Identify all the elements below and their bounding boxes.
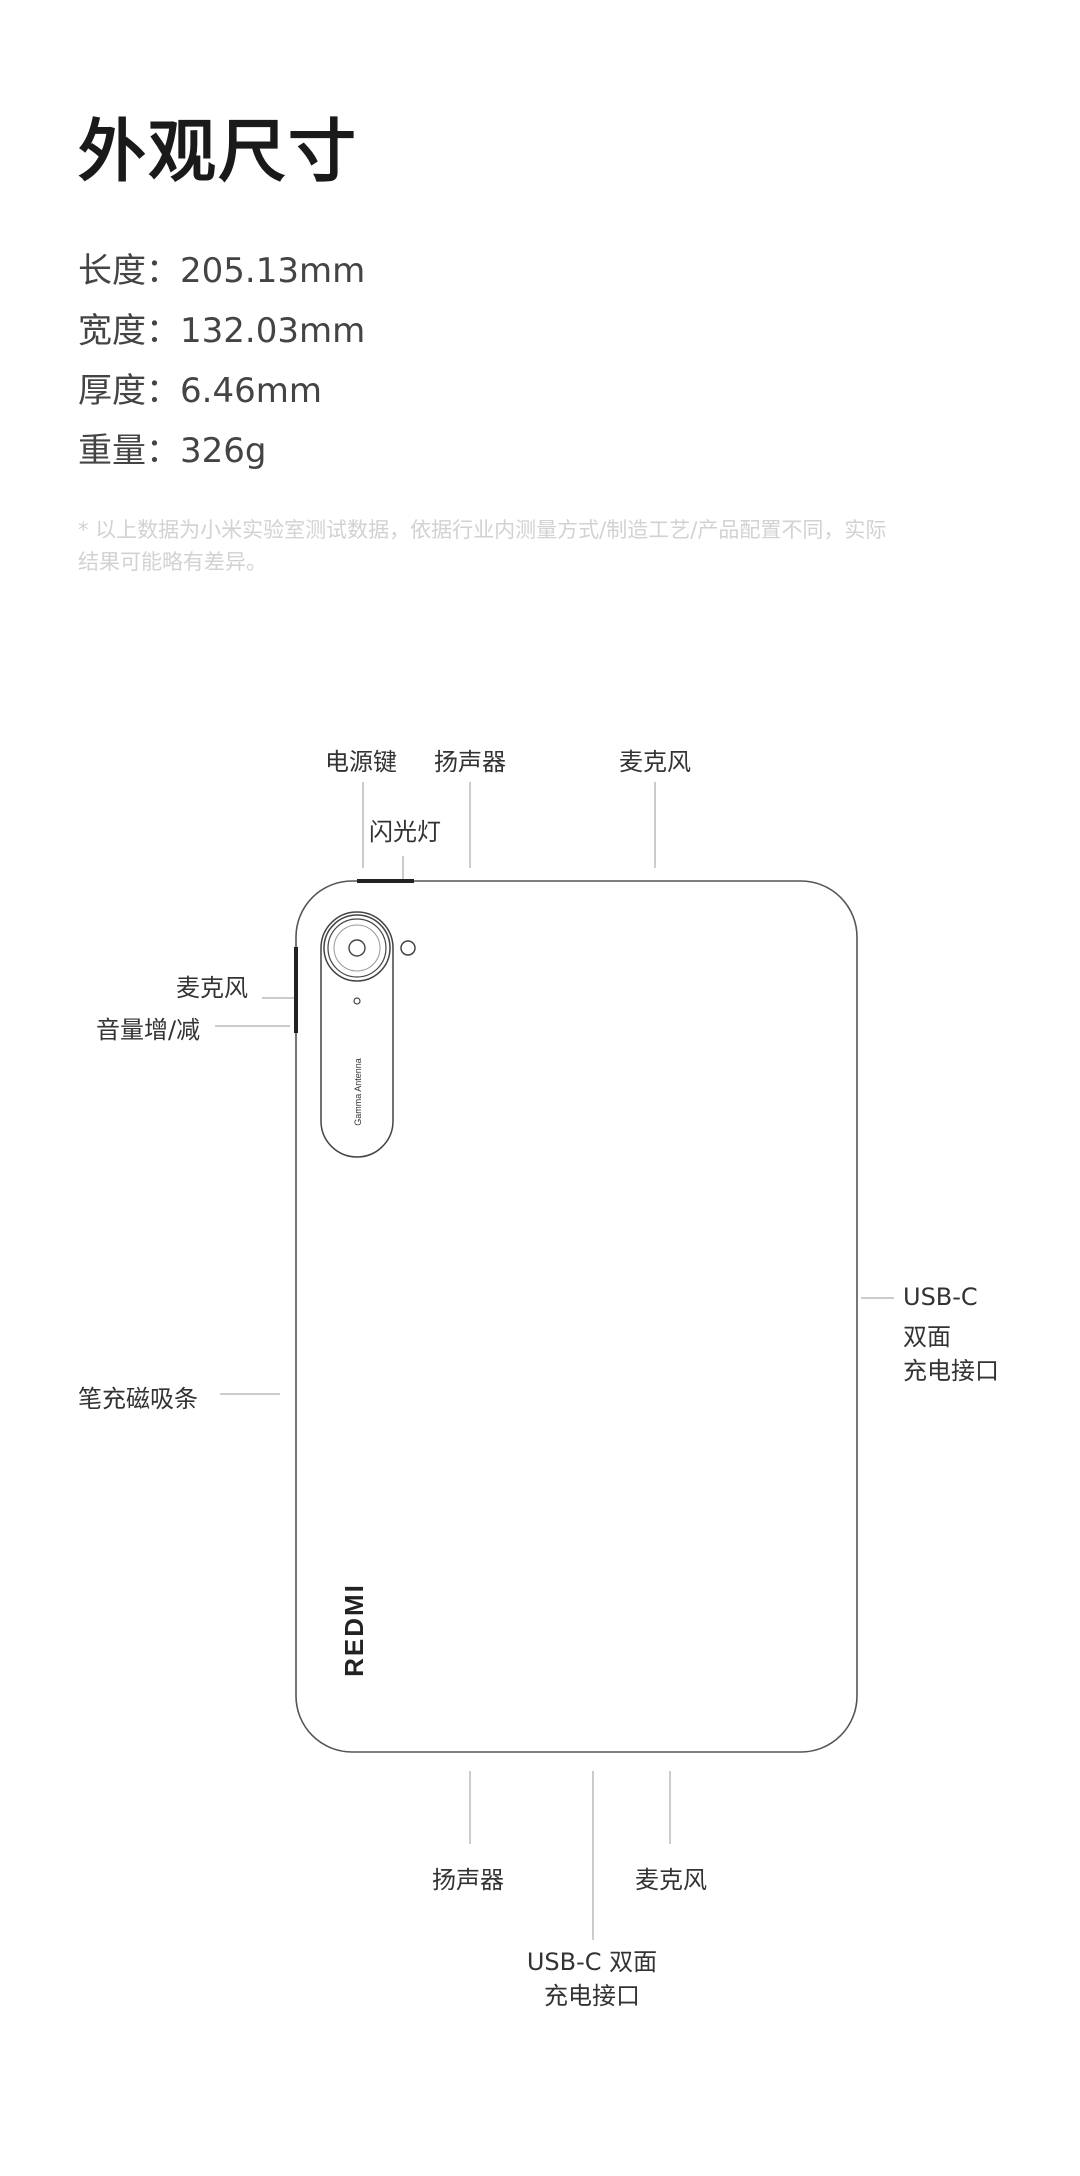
brand-logo: REDMI [339,1583,369,1677]
spec-label: 宽度： [78,311,180,351]
label-top-mic: 麦克风 [619,748,691,776]
spec-length: 长度：205.13mm [78,243,365,292]
spec-value: 326g [180,431,267,471]
flash-icon [400,940,416,956]
spec-label: 长度： [78,251,180,291]
camera-lens-ring [323,914,391,982]
spec-weight: 重量：326g [78,423,266,472]
label-bottom-speaker: 扬声器 [432,1866,504,1894]
label-top-speaker: 扬声器 [434,748,506,776]
label-pen-magnet: 笔充磁吸条 [78,1385,198,1413]
camera-lens [348,939,366,957]
disclaimer-line2: 结果可能略有差异。 [78,550,267,574]
spec-value: 6.46mm [180,371,322,411]
label-volume: 音量增/减 [96,1016,201,1044]
label-right-usb-line2: 双面 [903,1323,951,1351]
camera-antenna-text: Gamma Antenna [353,1058,363,1126]
spec-value: 132.03mm [180,311,366,351]
label-power-button: 电源键 [325,748,397,776]
label-flash: 闪光灯 [369,818,441,846]
label-bottom-usb-line1: USB-C 双面 [526,1948,658,1976]
label-right-usb-line1: USB-C [903,1283,978,1311]
tablet-body [295,880,858,1753]
spec-label: 厚度： [78,371,180,411]
spec-label: 重量： [78,431,180,471]
label-bottom-mic: 麦克风 [635,1866,707,1894]
mic-hole [353,997,361,1005]
page-title: 外观尺寸 [78,113,359,192]
disclaimer-line1: * 以上数据为小米实验室测试数据，依据行业内测量方式/制造工艺/产品配置不同，实… [78,518,887,542]
label-bottom-usb-line2: 充电接口 [544,1982,640,2010]
camera-module [320,911,394,1158]
label-right-usb-line3: 充电接口 [903,1357,999,1385]
label-side-mic: 麦克风 [176,974,248,1002]
spec-width: 宽度：132.03mm [78,303,365,352]
spec-thickness: 厚度：6.46mm [78,363,322,412]
spec-value: 205.13mm [180,251,366,291]
